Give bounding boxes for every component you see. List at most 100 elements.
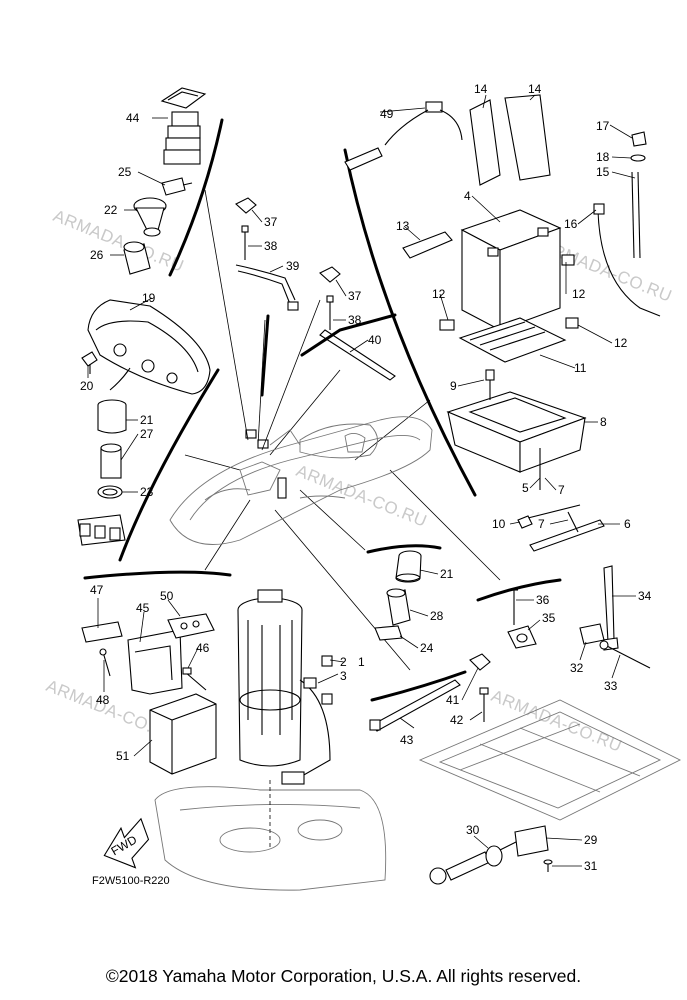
callout-21: 21 (140, 413, 154, 427)
callout-12c: 12 (614, 336, 628, 350)
part-24-clip (374, 625, 403, 641)
part-20-bolt (81, 351, 98, 374)
part-19-meter-unit (87, 299, 211, 395)
floor-structure-left (154, 780, 387, 891)
part-1-2-3-sensor (303, 655, 333, 705)
part-35-clamp (507, 625, 537, 649)
callout-7b: 7 (538, 517, 545, 531)
part-51-receiver (149, 693, 217, 775)
callout-28: 28 (430, 609, 444, 623)
part-14-strap (469, 94, 551, 186)
part-29-bracket (514, 825, 549, 857)
callout-21b: 21 (440, 567, 454, 581)
callout-9: 9 (450, 379, 457, 393)
callout-leaders (87, 94, 636, 867)
callout-46: 46 (196, 641, 210, 655)
callout-14b: 14 (528, 82, 542, 96)
watercraft-hull (169, 416, 433, 545)
part-34-cable-tie (602, 565, 619, 651)
part-49-lead (344, 101, 463, 171)
part-15-16-17-18-fuse (593, 131, 661, 317)
callout-13: 13 (396, 219, 410, 233)
callout-50: 50 (160, 589, 174, 603)
callout-labels: 44 25 22 26 19 20 21 27 23 37 38 39 37 3… (80, 82, 652, 873)
callout-1: 1 (358, 655, 365, 669)
part-36-bolt (510, 589, 518, 625)
callout-30: 30 (466, 823, 480, 837)
callout-24: 24 (420, 641, 434, 655)
callout-40: 40 (368, 333, 382, 347)
callout-43: 43 (400, 733, 414, 747)
part-39-harness-band (235, 264, 299, 311)
callout-41: 41 (446, 693, 460, 707)
part-37-clip (235, 197, 341, 283)
part-45-bracket (127, 629, 183, 695)
part-40-cable-tie (319, 329, 396, 381)
callout-47: 47 (90, 583, 104, 597)
group-brackets (83, 118, 562, 702)
callout-39: 39 (286, 259, 300, 273)
part-41-clip (469, 653, 491, 671)
callout-27: 27 (140, 427, 154, 441)
diagram-code: F2W5100-R220 (92, 875, 170, 887)
callout-26: 26 (90, 248, 104, 262)
callout-25: 25 (118, 165, 132, 179)
copyright-notice: ©2018 Yamaha Motor Corporation, U.S.A. A… (105, 966, 582, 986)
callout-44: 44 (126, 111, 140, 125)
part-5-band (519, 448, 581, 521)
callout-32: 32 (570, 661, 584, 675)
callout-18: 18 (596, 150, 610, 164)
part-30-sensor (429, 834, 531, 885)
part-50-remote (167, 613, 215, 639)
part-43-cable-tie (369, 679, 461, 732)
part-8-battery-box (446, 391, 587, 473)
callout-16: 16 (564, 217, 578, 231)
callout-42: 42 (450, 713, 464, 727)
callout-3: 3 (340, 669, 347, 683)
callout-15: 15 (596, 165, 610, 179)
part-22-coupler (133, 197, 167, 237)
callout-37b: 37 (348, 289, 362, 303)
callout-36: 36 (536, 593, 550, 607)
callout-37: 37 (264, 215, 278, 229)
watermark: ARMADA-CO.RU (489, 686, 625, 756)
callout-23: 23 (140, 485, 154, 499)
part-47-plate (81, 621, 123, 643)
part-32-holder (579, 623, 605, 645)
watermark: ARMADA-CO.RU (51, 206, 187, 276)
fwd-arrow-icon: FWD (103, 817, 150, 869)
part-6-strap (529, 511, 605, 552)
callout-12b: 12 (572, 287, 586, 301)
part-42-bolt (479, 687, 489, 722)
floor-structure-right (418, 699, 682, 821)
part-4-battery (460, 209, 562, 331)
callout-19: 19 (142, 291, 156, 305)
callout-38b: 38 (348, 313, 362, 327)
callout-31: 31 (584, 859, 598, 873)
part-27-collar (100, 443, 122, 479)
part-46-screw (182, 667, 207, 691)
callout-45: 45 (136, 601, 150, 615)
callout-8: 8 (600, 415, 607, 429)
callout-6: 6 (624, 517, 631, 531)
callout-12: 12 (432, 287, 446, 301)
callout-20: 20 (80, 379, 94, 393)
part-38-bolt (241, 225, 334, 330)
callout-35: 35 (542, 611, 556, 625)
callout-22: 22 (104, 203, 118, 217)
callout-34: 34 (638, 589, 652, 603)
callout-49: 49 (380, 107, 394, 121)
callout-11: 11 (574, 361, 587, 375)
part-28-collar (386, 588, 411, 626)
callout-33: 33 (604, 679, 618, 693)
part-12-pad (439, 254, 579, 331)
part-48-screw (99, 648, 111, 677)
callout-48: 48 (96, 693, 110, 707)
part-9-bolt (485, 369, 495, 400)
part-33-pin (599, 640, 651, 669)
callout-38: 38 (264, 239, 278, 253)
callout-14: 14 (474, 82, 488, 96)
part-11-tray-mat (458, 317, 567, 363)
callout-4: 4 (464, 189, 471, 203)
